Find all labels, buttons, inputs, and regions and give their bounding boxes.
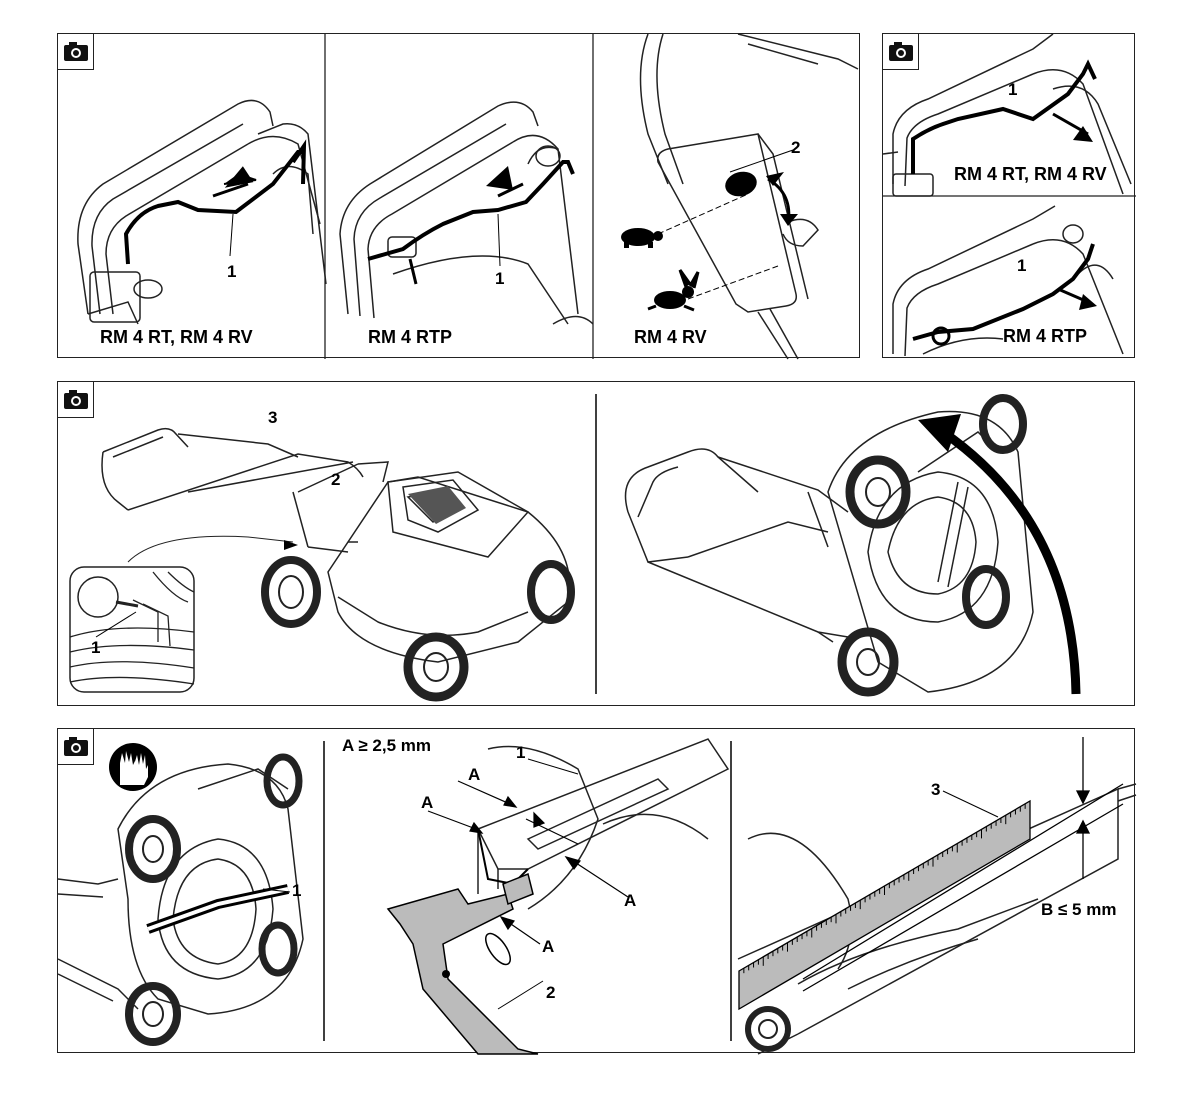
figure-3-blade-check: 1 A ≥ 2,5 mm A A A A 1 2 3 B ≤ 5 mm xyxy=(57,728,1135,1053)
callout-1-panel-e: 1 xyxy=(1017,256,1026,276)
ruler xyxy=(739,801,1030,1009)
spec-b-label: B ≤ 5 mm xyxy=(1041,900,1116,920)
measure-mark-a2: A xyxy=(421,793,433,813)
ruler-end-wheel xyxy=(748,1009,788,1049)
model-label-panel-b: RM 4 RTP xyxy=(368,327,452,348)
figure-1-handle-panels: 1 1 2 RM 4 RT, RM 4 RV RM 4 RTP RM 4 RV xyxy=(57,33,860,358)
measure-mark-a4: A xyxy=(542,937,554,957)
callout-1-blade: 1 xyxy=(516,743,525,763)
callout-1-panel-a: 1 xyxy=(227,262,236,282)
callout-3-ruler: 3 xyxy=(931,780,940,800)
rabbit-icon xyxy=(648,270,698,310)
figure-1b-handle-panels: 1 1 RM 4 RT, RM 4 RV RM 4 RTP xyxy=(882,33,1135,358)
callout-1-panel-b: 1 xyxy=(495,269,504,289)
caliper-tool xyxy=(388,874,538,1054)
callout-1-underside: 1 xyxy=(292,881,301,901)
figure-2-artwork xyxy=(58,382,1136,707)
mower-underside-wheels xyxy=(129,757,299,1042)
handle-lever-drawing-a xyxy=(78,100,326,324)
callout-1-inset: 1 xyxy=(91,638,100,658)
speed-switch-drawing xyxy=(641,34,859,359)
spec-a-label: A ≥ 2,5 mm xyxy=(342,736,431,756)
gloves-icon xyxy=(109,743,157,791)
callout-2-caliper: 2 xyxy=(546,983,555,1003)
model-label-panel-c: RM 4 RV xyxy=(634,327,707,348)
callout-2-handle: 2 xyxy=(331,470,340,490)
callout-2-panel-c: 2 xyxy=(791,138,800,158)
tortoise-icon xyxy=(621,228,663,248)
model-label-panel-e: RM 4 RTP xyxy=(1003,326,1087,347)
figure-2-mower-tilt: 1 2 3 xyxy=(57,381,1135,706)
figure-1-artwork xyxy=(58,34,861,359)
mower-wheels-left xyxy=(265,560,571,697)
measure-mark-a1: A xyxy=(468,765,480,785)
model-label-panel-d: RM 4 RT, RM 4 RV xyxy=(954,164,1107,185)
callout-3-handle: 3 xyxy=(268,408,277,428)
figure-3-artwork xyxy=(58,729,1136,1054)
measure-mark-a3: A xyxy=(624,891,636,911)
callout-1-panel-d: 1 xyxy=(1008,80,1017,100)
model-label-panel-a: RM 4 RT, RM 4 RV xyxy=(100,327,253,348)
